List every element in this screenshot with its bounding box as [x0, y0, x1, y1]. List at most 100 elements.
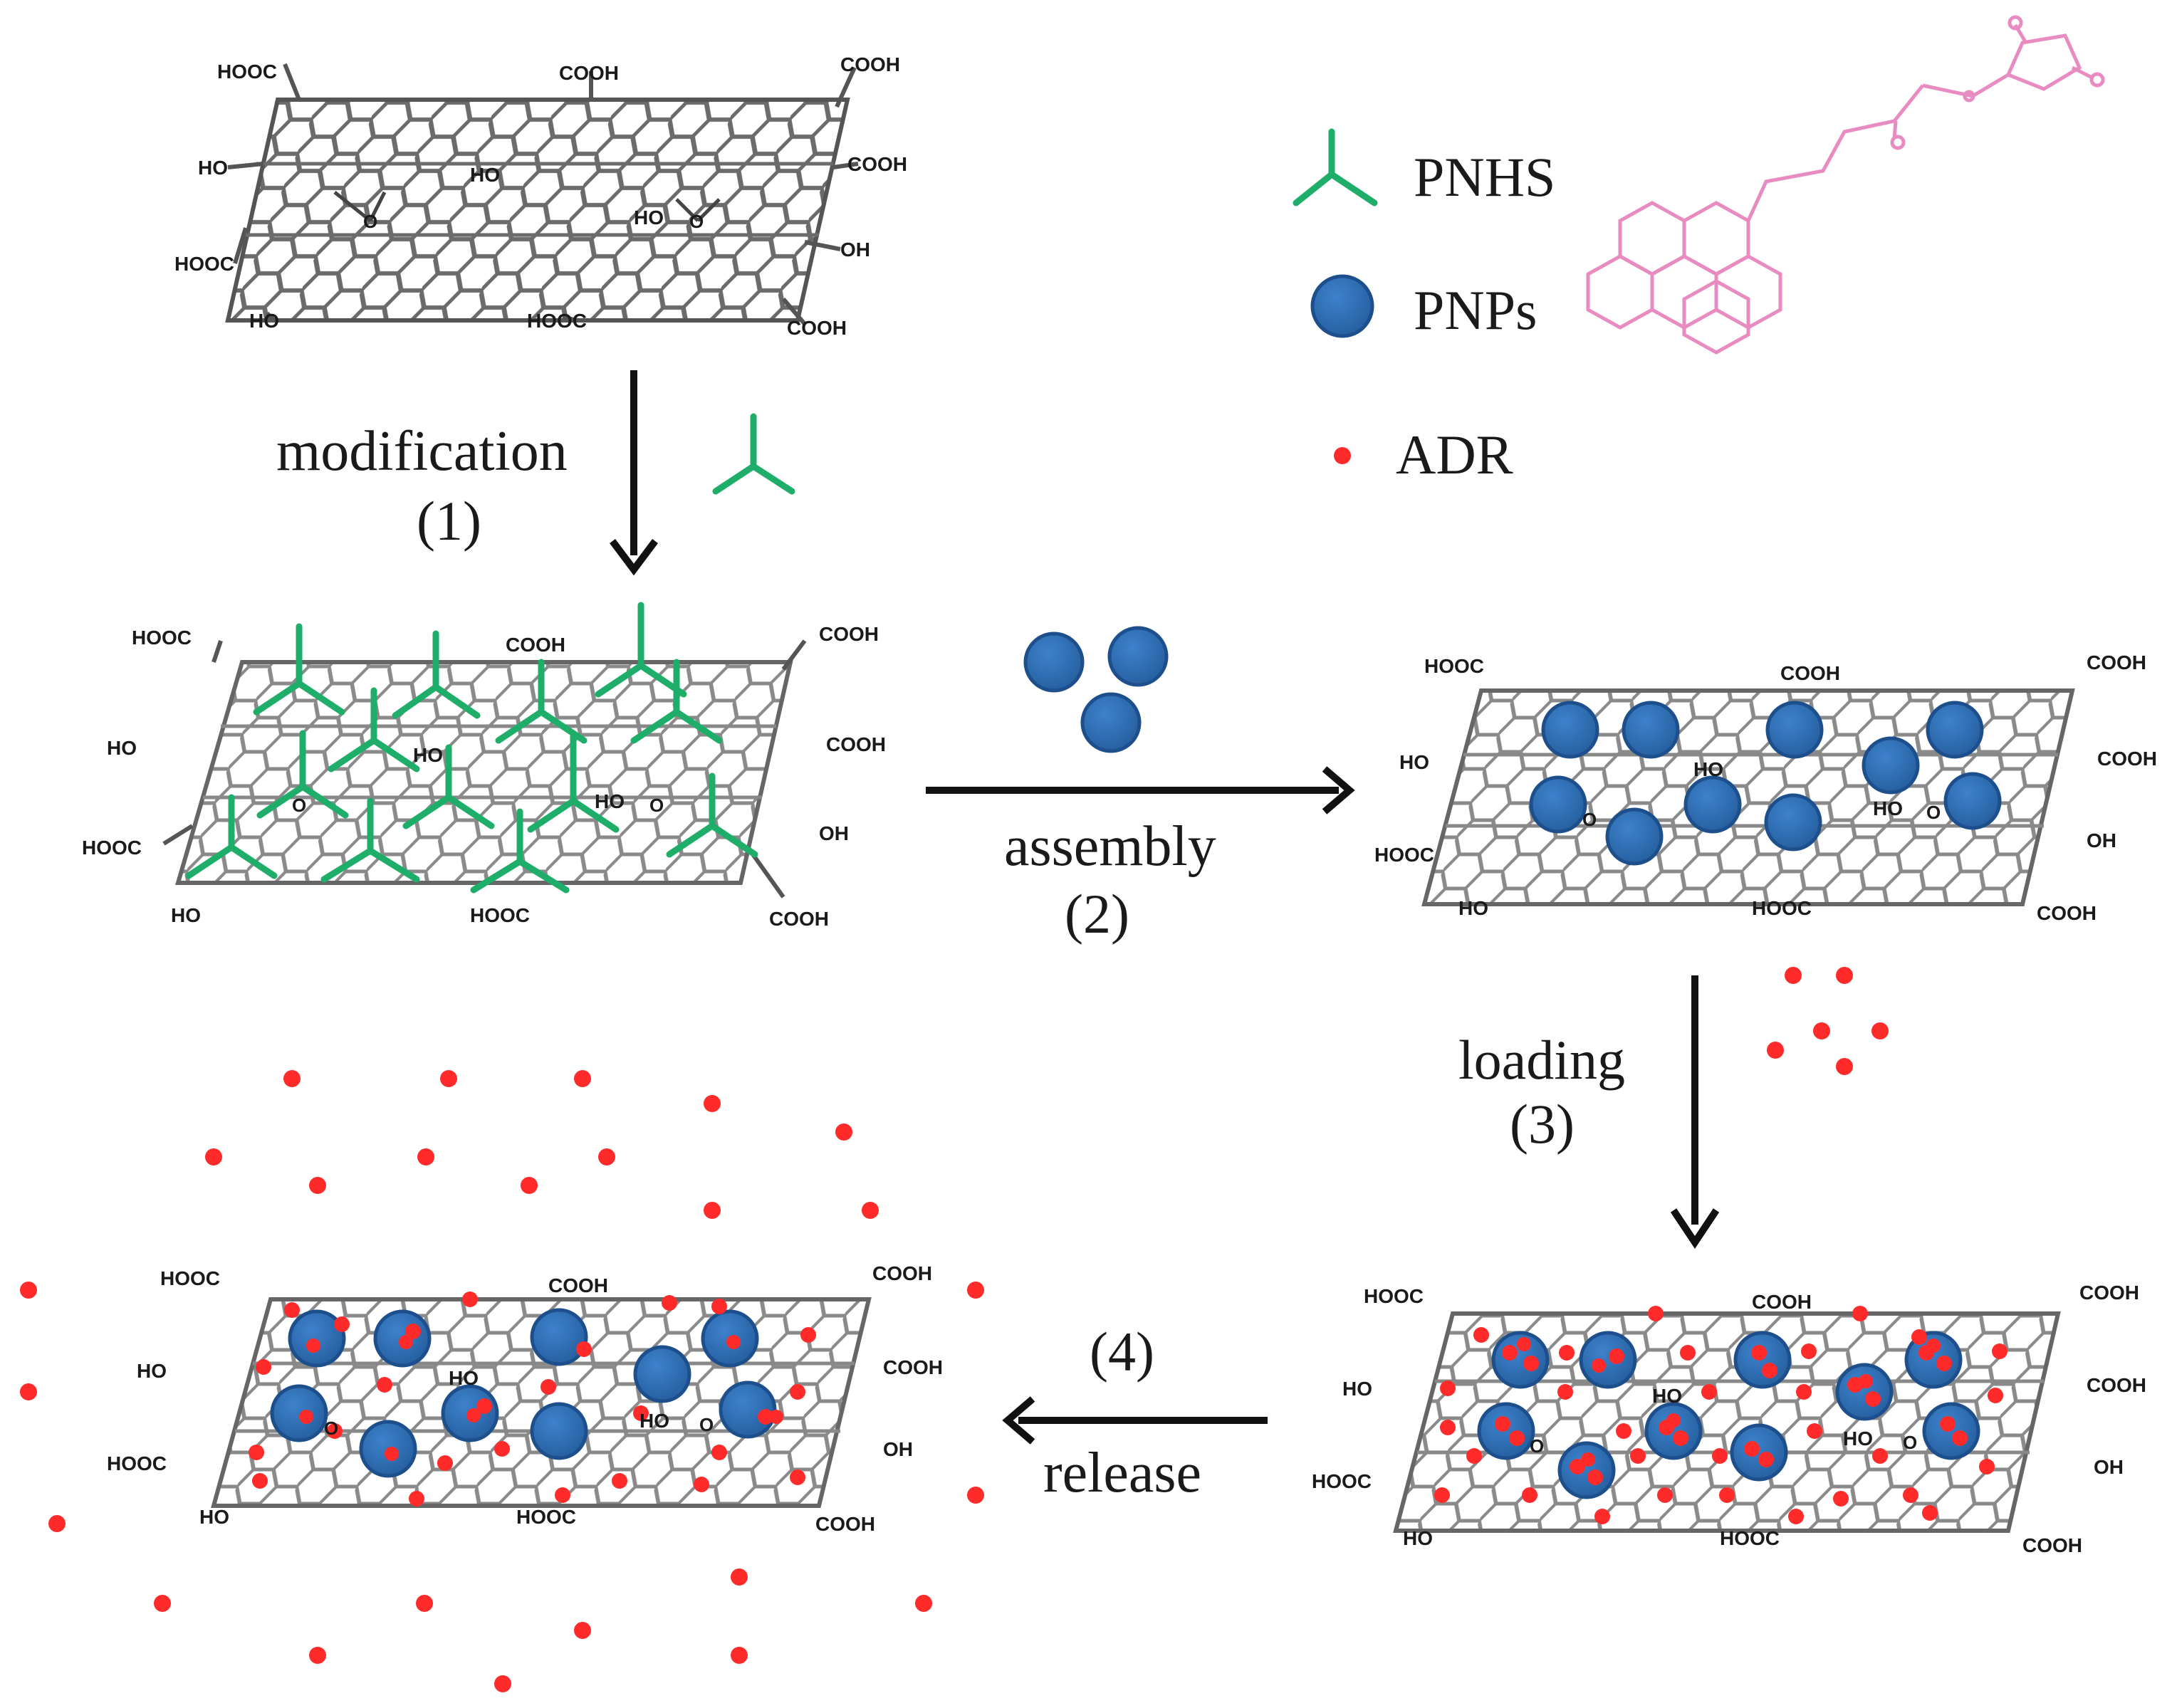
group-o: O [1530, 1435, 1544, 1457]
group-ho: HO [634, 206, 664, 229]
group-cooh: COOH [2079, 1282, 2139, 1304]
group-ho: HO [1693, 758, 1723, 780]
step3-number: (3) [1510, 1093, 1575, 1155]
group-oh: OH [883, 1438, 913, 1460]
step3-name: loading [1458, 1029, 1625, 1091]
group-hooc: HOOC [1312, 1470, 1372, 1492]
group-hooc: HOOC [1752, 897, 1812, 919]
group-cooh: COOH [826, 733, 886, 755]
group-cooh: COOH [883, 1356, 943, 1378]
pnhs-tripod-icon [712, 413, 795, 495]
group-ho: HO [595, 790, 625, 812]
group-oh: OH [819, 822, 849, 844]
step2-name: assembly [1004, 815, 1216, 878]
step1-number: (1) [417, 490, 481, 552]
group-ho: HO [107, 737, 137, 759]
group-cooh: COOH [815, 1513, 875, 1535]
group-ho: HO [639, 1410, 669, 1432]
group-cooh: COOH [1752, 1291, 1812, 1313]
pyrene-molecule-icon [1586, 15, 2105, 355]
group-ho: HO [249, 310, 279, 332]
group-o: O [1926, 802, 1941, 823]
go-sheet-modified-labels: HOOC COOH COOH HO HO COOH O HO O HOOC OH… [82, 623, 886, 930]
group-o: O [292, 795, 306, 816]
group-cooh: COOH [847, 153, 907, 175]
go-sheet-modified [162, 639, 807, 898]
group-ho: HO [1873, 797, 1903, 819]
group-hooc: HOOC [174, 253, 234, 275]
pnps-on-sheet [1529, 701, 2002, 866]
group-cooh: COOH [2037, 902, 2097, 924]
group-cooh: COOH [769, 908, 829, 930]
pnps-loaded [1477, 1331, 1980, 1499]
arrow-icon [1670, 975, 1720, 1249]
group-cooh: COOH [2022, 1534, 2082, 1556]
pnhs-tripods-on-sheet [185, 602, 758, 894]
group-oh: OH [2087, 829, 2116, 852]
group-o: O [1582, 809, 1597, 830]
group-oh: OH [840, 239, 870, 261]
group-ho: HO [198, 157, 228, 179]
group-ho: HO [470, 164, 500, 186]
go-sheet-loaded-labels: HOOC COOH COOH HO HO COOH O HO O HOOC OH… [1312, 1282, 2146, 1556]
group-ho: HO [413, 744, 443, 766]
group-ho: HO [137, 1360, 167, 1382]
group-cooh: COOH [840, 53, 900, 75]
legend-pnhs-label: PNHS [1414, 146, 1555, 208]
step2-number: (2) [1065, 883, 1129, 945]
group-cooh: COOH [559, 62, 619, 84]
group-o: O [363, 211, 377, 232]
group-hooc: HOOC [1374, 844, 1434, 866]
group-hooc: HOOC [217, 61, 277, 83]
group-o: O [1903, 1432, 1917, 1453]
group-oh: OH [2094, 1456, 2124, 1478]
step4-number: (4) [1090, 1321, 1154, 1383]
group-hooc: HOOC [132, 627, 192, 649]
group-hooc: HOOC [1424, 655, 1484, 677]
group-ho: HO [1342, 1378, 1372, 1400]
step1-name: modification [276, 420, 568, 483]
group-o: O [649, 795, 664, 816]
adr-drops-loading [1767, 967, 1889, 1075]
group-cooh: COOH [548, 1274, 608, 1296]
group-ho: HO [1843, 1427, 1873, 1450]
go-sheet-bare-labels: HOOC COOH COOH HO HO COOH O HO O HOOC OH… [174, 53, 907, 339]
group-hooc: HOOC [107, 1452, 167, 1474]
adr-dot-icon [1334, 447, 1351, 464]
group-hooc: HOOC [470, 904, 530, 926]
group-ho: HO [199, 1506, 229, 1528]
group-cooh: COOH [872, 1262, 932, 1284]
pnhs-tripod-icon [1293, 128, 1378, 206]
legend-adr-label: ADR [1396, 424, 1513, 486]
group-hooc: HOOC [527, 310, 587, 332]
group-cooh: COOH [1780, 662, 1840, 684]
legend: PNHS PNPs ADR [1293, 15, 2105, 486]
group-ho: HO [1652, 1385, 1682, 1407]
group-cooh: COOH [506, 634, 565, 656]
group-hooc: HOOC [82, 837, 142, 859]
arrow-icon [926, 766, 1355, 814]
adr-released-dots [20, 1070, 984, 1692]
group-cooh: COOH [2087, 651, 2146, 674]
adr-residual-dots [249, 1292, 816, 1507]
group-ho: HO [1403, 1527, 1433, 1549]
arrow-icon [1002, 1396, 1268, 1445]
group-hooc: HOOC [160, 1267, 220, 1289]
go-sheet-released-labels: HOOC COOH COOH HO HO COOH O HO O HOOC OH… [107, 1262, 943, 1535]
group-ho: HO [1458, 897, 1488, 919]
group-ho: HO [171, 904, 201, 926]
step4-name: release [1043, 1442, 1201, 1504]
group-hooc: HOOC [1364, 1285, 1424, 1307]
group-o: O [324, 1418, 338, 1439]
group-cooh: COOH [2097, 748, 2157, 770]
group-ho: HO [449, 1367, 479, 1389]
group-cooh: COOH [787, 317, 847, 339]
group-o: O [699, 1414, 714, 1435]
assembly-pnps-icon [1023, 626, 1169, 753]
group-cooh: COOH [819, 623, 879, 645]
group-hooc: HOOC [516, 1506, 576, 1528]
group-o: O [689, 211, 704, 232]
pnp-sphere-icon [1310, 274, 1374, 338]
